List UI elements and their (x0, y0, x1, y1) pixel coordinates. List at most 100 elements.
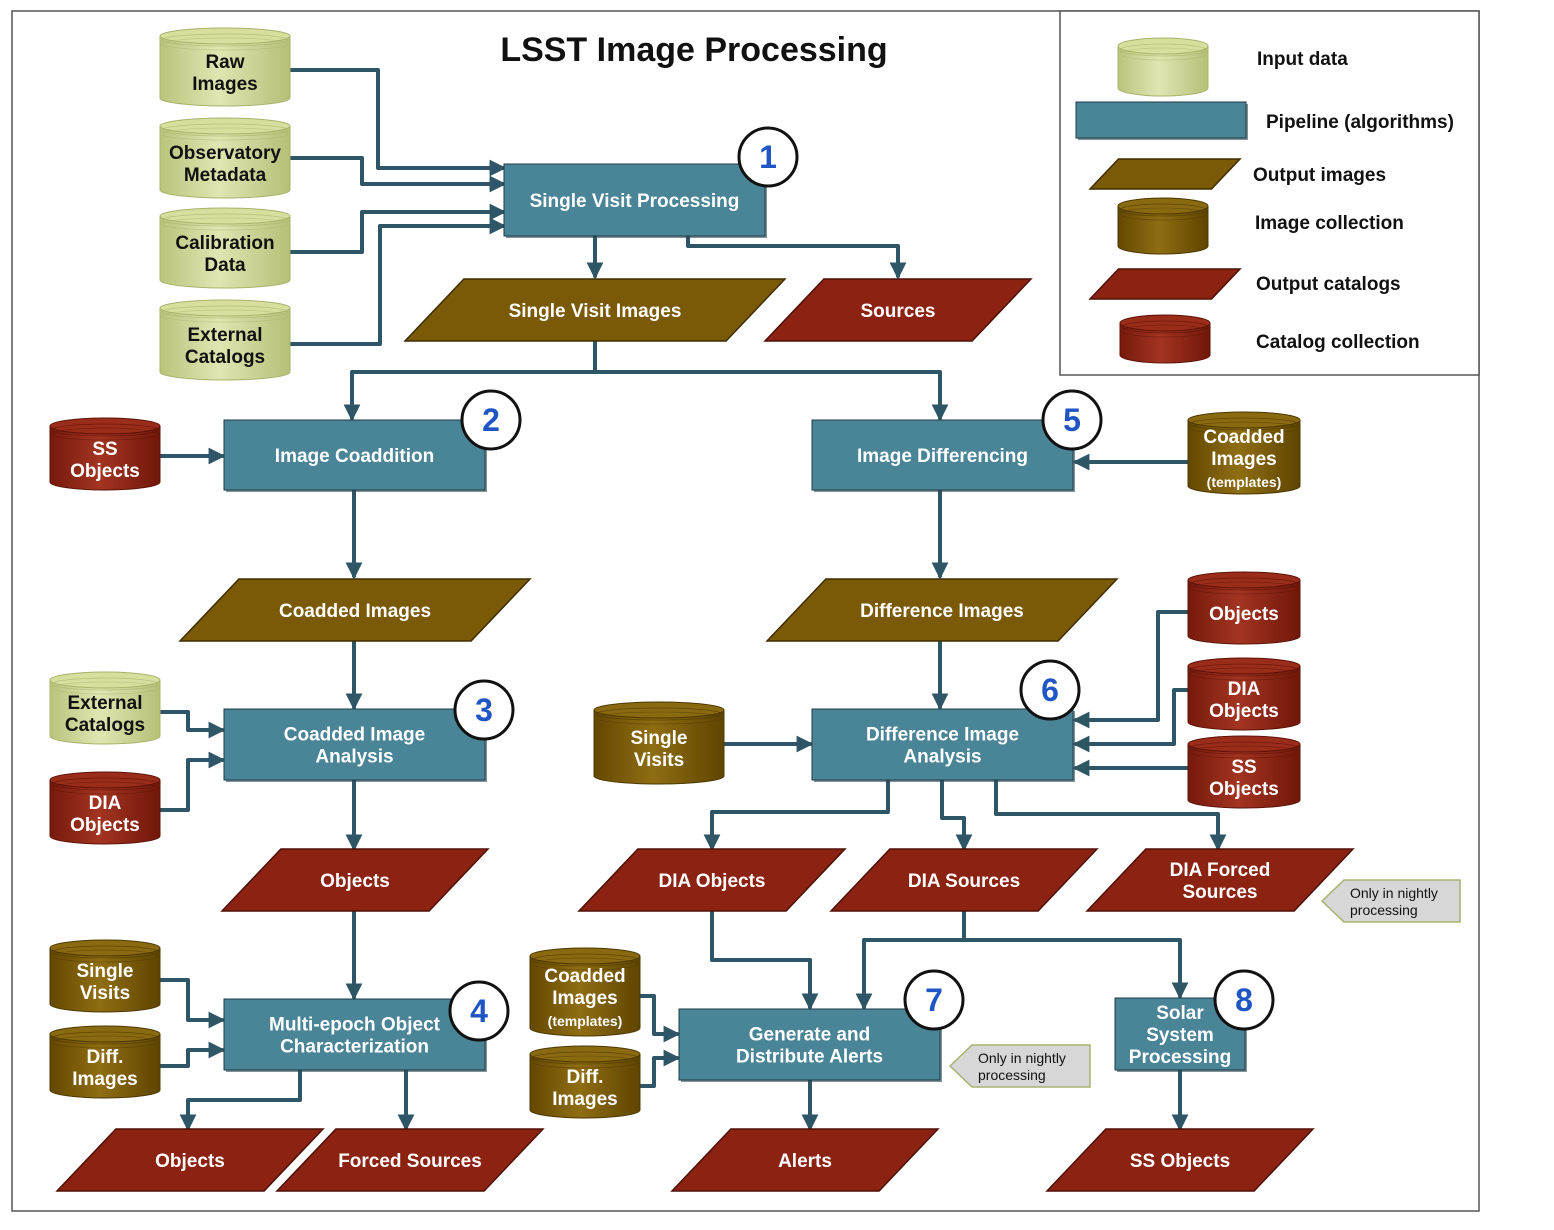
conn-svi-to-p5 (593, 340, 949, 422)
dia-objects-3-db-label: DIA (89, 793, 122, 814)
legend-catalog-collection-icon (1119, 314, 1211, 364)
single-visits-6-db-label: Visits (634, 750, 684, 771)
legend-image-collection-label: Image collection (1255, 213, 1404, 234)
objects-6-db-label: Objects (1209, 604, 1279, 625)
step-7-badge-label: 7 (925, 982, 943, 1018)
observatory-metadata-db-label: Observatory (169, 143, 281, 164)
conn-calib-to-p1 (288, 203, 507, 254)
pipeline-image-differencing-label: Image Differencing (857, 446, 1028, 467)
step-4-badge-label: 4 (470, 993, 488, 1029)
raw-images-db-label: Images (192, 74, 257, 95)
legend-input-label: Input data (1257, 49, 1348, 70)
external-catalogs-3-db-label: Catalogs (65, 715, 145, 736)
connectors (158, 68, 1227, 1132)
step-6-badge-label: 6 (1041, 672, 1059, 708)
output-difference-images: Difference Images (765, 578, 1119, 642)
output-objects-3: Objects (220, 848, 490, 912)
conn-p6-to-diaobj (703, 778, 890, 852)
output-forced-sources: Forced Sources (275, 1128, 545, 1192)
step-8-badge: 8 (1213, 969, 1275, 1031)
legend-output-images-label: Output images (1253, 165, 1386, 186)
shapes: RawImagesObservatoryMetadataCalibrationD… (49, 27, 1461, 1192)
step-8-badge-label: 8 (1235, 982, 1253, 1018)
diff-images-7-db: Diff.Images (529, 1045, 641, 1119)
pipeline-generate-alerts-label: Generate and (749, 1025, 870, 1046)
conn-p4-to-obj (179, 1068, 302, 1132)
conn-diaobj-to-p7 (710, 910, 819, 1011)
external-catalogs-3-db-label: External (68, 693, 143, 714)
conn-obj6-to-p6 (1072, 610, 1190, 729)
legend-output-catalogs-label: Output catalogs (1256, 274, 1401, 295)
objects-6-db: Objects (1187, 571, 1301, 645)
observatory-metadata-db-label: Metadata (184, 165, 267, 186)
coadded-templates-7-db-label: Images (552, 988, 617, 1009)
calibration-data-db-label: Data (204, 255, 246, 276)
pipeline-solar-system-label: System (1146, 1025, 1214, 1046)
pipeline-difference-analysis-label: Difference Image (866, 725, 1019, 746)
step-6-badge: 6 (1019, 659, 1081, 721)
output-objects-4-label: Objects (155, 1151, 225, 1172)
legend-output-catalogs-icon (1088, 268, 1242, 300)
pipeline-image-coaddition-label: Image Coaddition (275, 446, 434, 467)
diff-images-4-db-label: Images (72, 1069, 137, 1090)
dia-objects-3-db-label: Objects (70, 815, 140, 836)
conn-p1-to-sources (686, 234, 907, 280)
diff-images-4-db: Diff.Images (49, 1025, 161, 1099)
output-ss-objects: SS Objects (1045, 1128, 1315, 1192)
diff-images-7-db-label: Diff. (567, 1067, 604, 1088)
step-1-badge-label: 1 (759, 139, 777, 175)
output-coadded-images: Coadded Images (178, 578, 532, 642)
output-alerts-label: Alerts (778, 1151, 832, 1172)
coadded-templates-5-db-label: Coadded (1203, 427, 1284, 448)
ss-objects-2-db-label: Objects (70, 461, 140, 482)
output-single-visit-images-label: Single Visit Images (509, 301, 682, 322)
conn-tmpl7-to-p7 (638, 994, 681, 1043)
legend-pipeline-label: Pipeline (algorithms) (1266, 112, 1454, 133)
legend-catalog-collection-label: Catalog collection (1256, 332, 1420, 353)
external-catalogs-db-label: Catalogs (185, 347, 265, 368)
ss-objects-6-db-label: Objects (1209, 779, 1279, 800)
step-5-badge-label: 5 (1063, 402, 1081, 438)
output-ss-objects-label: SS Objects (1130, 1151, 1230, 1172)
conn-diff4-to-p4 (158, 1041, 226, 1068)
output-dia-forced-sources-label: DIA Forced (1170, 860, 1271, 881)
conn-diasrc-to-p8 (962, 910, 1189, 1000)
conn-extcat-to-p1 (288, 217, 507, 346)
legend-image-collection-icon (1117, 197, 1209, 255)
step-1-badge: 1 (737, 126, 799, 188)
note-nightly-7-label: Only in nightly (978, 1050, 1066, 1066)
pipeline-single-visit-label: Single Visit Processing (530, 191, 740, 212)
conn-meta-to-p1 (288, 156, 507, 193)
diff-images-4-db-label: Diff. (87, 1047, 124, 1068)
conn-p6-to-forced (994, 778, 1227, 852)
note-nightly-6-label: Only in nightly (1350, 885, 1438, 901)
calibration-data-db-label: Calibration (175, 233, 274, 254)
pipeline-generate-alerts-label: Distribute Alerts (736, 1047, 883, 1068)
single-visits-4-db-label: Single (76, 961, 133, 982)
step-2-badge-label: 2 (482, 402, 500, 438)
conn-dia3-to-p3 (158, 751, 226, 812)
pipeline-solar-system-label: Solar (1156, 1003, 1204, 1024)
output-difference-images-label: Difference Images (860, 601, 1024, 622)
conn-raw-to-p1 (288, 68, 507, 177)
output-dia-sources: DIA Sources (829, 848, 1099, 912)
pipeline-image-differencing: Image Differencing (811, 419, 1075, 492)
step-3-badge-label: 3 (475, 692, 493, 728)
output-forced-sources-label: Forced Sources (338, 1151, 482, 1172)
coadded-templates-5-db-label: (templates) (1207, 474, 1282, 490)
